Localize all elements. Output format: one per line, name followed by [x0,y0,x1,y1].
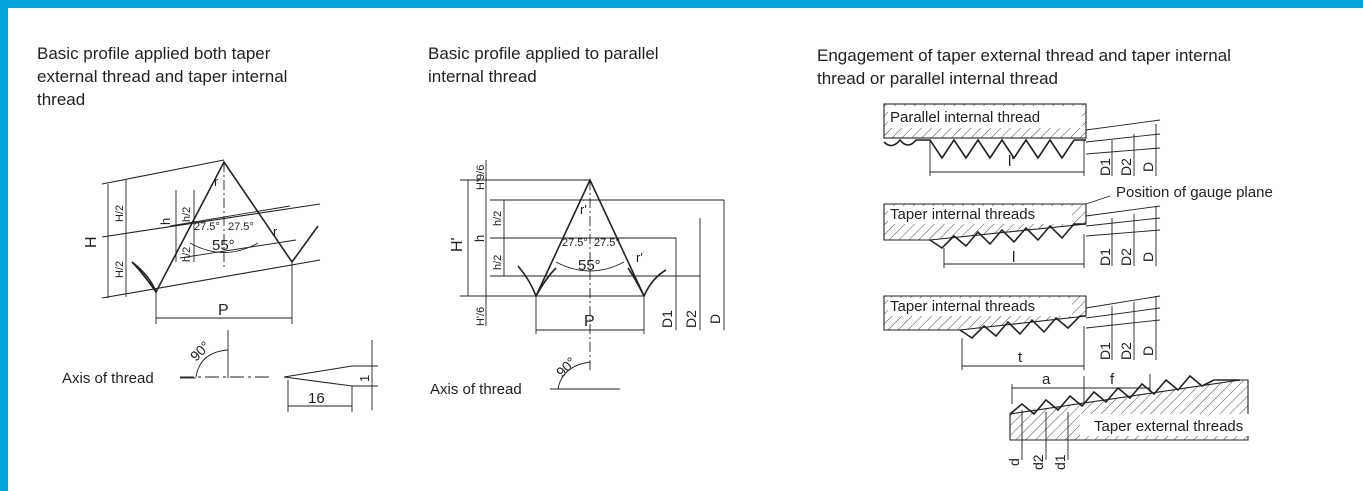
label-H: H [83,236,100,248]
label-axis: Axis of thread [430,381,522,398]
label-angle-left: 27.5° [562,237,588,249]
label-P: P [584,313,595,330]
label-D1: D1 [659,310,675,328]
label-taper-internal-1: Taper internal threads [890,206,1035,223]
panel2-labels: H'9/6 H' h h/2 h/2 H'/6 r' r' 27.5° 27.5… [430,165,723,398]
label-D2: D2 [1118,248,1134,266]
label-t: t [1018,349,1023,366]
label-D: D [1140,346,1156,356]
thread-profile-line [131,160,319,294]
label-90: 90° [187,338,213,364]
panel1-profile [101,159,378,412]
label-r-right: r [273,224,278,239]
label-h2-bottom: h/2 [181,247,193,262]
label-h2-top: h/2 [181,207,193,222]
caption-line: external thread and taper internal [37,67,288,86]
label-d1: d1 [1052,454,1068,470]
label-D1: D1 [1097,248,1113,266]
label-taper-internal-2: Taper internal threads [890,298,1035,315]
label-h2-top: h/2 [492,211,504,226]
label-r-right: r' [636,250,643,265]
label-P: P [218,302,229,319]
label-D: D [707,314,723,324]
caption-line: Basic profile applied both taper [37,44,271,63]
accent-top-bar [0,0,1363,8]
label-f: f [1110,371,1115,388]
caption-line: thread [37,90,86,109]
label-D2: D2 [1118,342,1134,360]
label-d2: d2 [1030,454,1046,470]
label-h2-bottom: h/2 [492,255,504,270]
label-r-top: r' [580,202,587,217]
label-90: 90° [553,354,579,380]
label-D: D [1140,162,1156,172]
panel1-caption: Basic profile applied both taper externa… [37,42,287,111]
label-d: d [1006,458,1022,466]
panel3-taper-external [1009,374,1280,460]
label-taper-rise: 1 [357,375,372,382]
label-H2-top: H/2 [114,205,126,222]
label-a: a [1042,371,1051,388]
panel2-profile [460,160,725,390]
label-gauge-plane: Position of gauge plane [1116,184,1273,201]
panel3-caption: Engagement of taper external thread and … [817,44,1231,90]
caption-line: Basic profile applied to parallel [428,44,659,63]
label-angle-total: 55° [578,257,601,274]
caption-line: thread or parallel internal thread [817,69,1058,88]
panel1-labels: H H/2 H/2 h h/2 h/2 r r 27.5° 27.5° 55° … [62,174,372,407]
accent-left-bar [0,0,8,491]
label-D2: D2 [683,310,699,328]
label-angle-right: 27.5° [594,237,620,249]
panel3-labels: Parallel internal thread l' D1 D2 D Posi… [888,106,1273,470]
label-D1: D1 [1097,158,1113,176]
label-D1: D1 [1097,342,1113,360]
label-r-top: r [214,174,219,189]
caption-line: internal thread [428,67,537,86]
label-D: D [1140,252,1156,262]
label-h: h [158,218,173,225]
label-taper-run: 16 [308,390,325,407]
label-axis: Axis of thread [62,370,154,387]
caption-line: Engagement of taper external thread and … [817,46,1231,65]
label-angle-left: 27.5° [194,221,220,233]
label-h: h [472,235,487,242]
label-H-prime: H' [449,237,466,252]
label-H-6: H'/6 [475,307,487,326]
panel2-caption: Basic profile applied to parallel intern… [428,42,659,88]
label-H9-6: H'9/6 [475,165,487,190]
label-D2: D2 [1118,158,1134,176]
label-H2-bottom: H/2 [114,261,126,278]
label-l-prime: l' [1008,153,1014,170]
label-angle-total: 55° [212,237,235,254]
label-parallel-internal: Parallel internal thread [890,109,1040,126]
label-taper-external: Taper external threads [1094,418,1243,435]
label-angle-right: 27.5° [228,221,254,233]
label-l: l [1012,249,1015,266]
